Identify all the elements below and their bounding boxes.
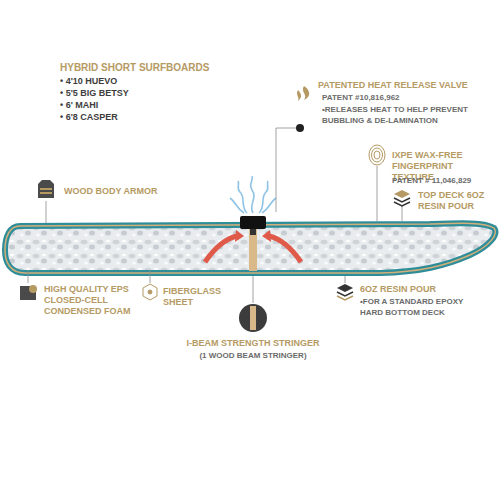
heat-icon [297, 86, 309, 101]
arrow-head [262, 230, 271, 242]
model-item: • 4'10 HUEVO [60, 76, 117, 87]
feature-label: WOOD BODY ARMOR [64, 186, 158, 197]
feature-label: HIGH QUALITY EPS CLOSED-CELL CONDENSED F… [44, 284, 156, 317]
feature-note: •FOR A STANDARD EPOXY HARD BOTTOM DECK [360, 296, 478, 318]
feature-note: (1 WOOD BEAM STRINGER) [153, 350, 353, 361]
patent-number: PATENT #10,816,962 [322, 92, 400, 103]
fiberglass-icon [143, 284, 157, 300]
heat-release-valve [240, 216, 266, 229]
leader-lines [28, 128, 402, 303]
hot-air-arrow [269, 236, 301, 262]
model-item: • 6'8 CASPER [60, 112, 118, 123]
hot-air-arrow [205, 236, 237, 262]
feature-label: I-BEAM STRENGTH STRINGER [153, 338, 353, 349]
stringer-icon [239, 304, 267, 332]
feature-label: PATENTED HEAT RELEASE VALVE [318, 80, 493, 91]
armor-icon [38, 180, 54, 198]
layers-icon [337, 284, 353, 300]
valve-stem [250, 229, 256, 235]
title: HYBRID SHORT SURFBOARDS [60, 62, 209, 73]
board-outline [5, 223, 495, 273]
foam-icon [20, 285, 37, 300]
stringer [249, 227, 257, 271]
heat-vapour [230, 176, 276, 213]
feature-note: •RELEASES HEAT TO HELP PREVENT BUBBLING … [322, 104, 472, 126]
model-item: • 6' MAHI [60, 100, 98, 111]
feature-label: FIBERGLASS SHEET [163, 286, 233, 308]
model-item: • 5'5 BIG BETSY [60, 88, 129, 99]
leader-dot [296, 124, 304, 132]
feature-label: 6OZ RESIN POUR [360, 284, 436, 295]
patent-number: PATENT # 11,046,829 [392, 175, 471, 186]
feature-label: TOP DECK 6OZ RESIN POUR [418, 190, 496, 212]
fingerprint-icon [369, 145, 385, 165]
arrow-head [235, 230, 244, 242]
board-rim [5, 223, 495, 273]
layers-icon [394, 190, 410, 206]
